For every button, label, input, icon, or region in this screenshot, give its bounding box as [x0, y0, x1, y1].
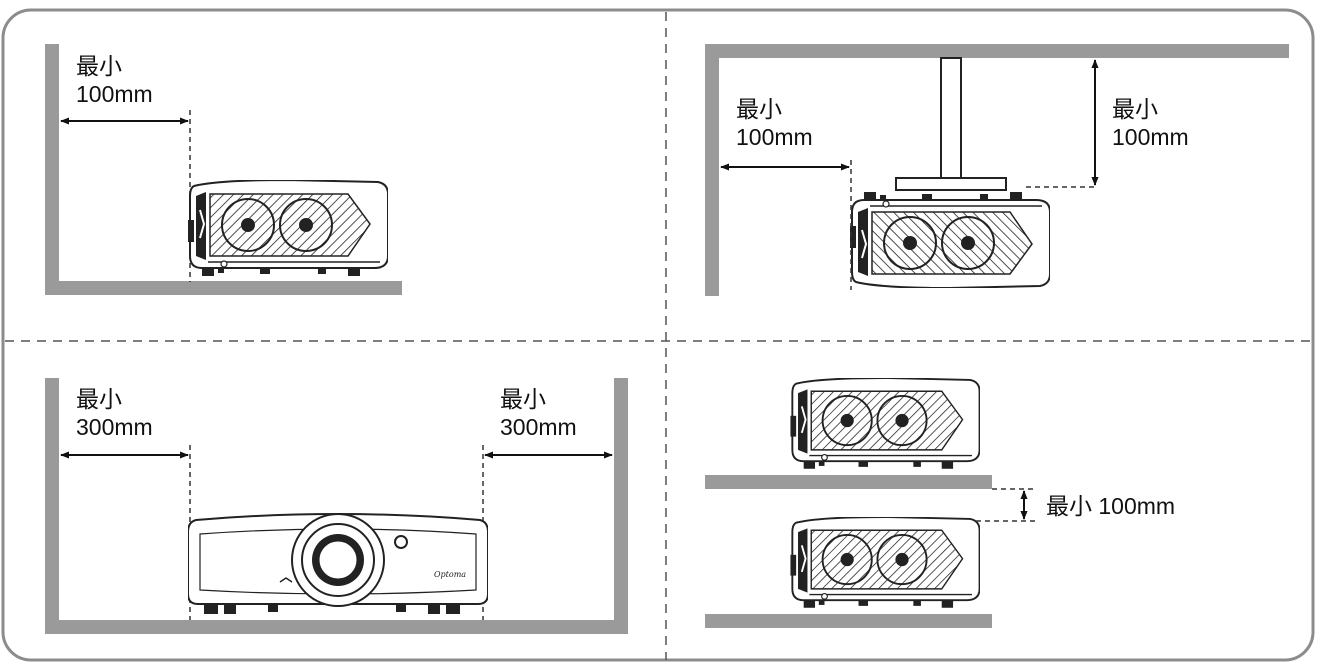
side-clearance-label-line1: 最小 — [736, 96, 782, 122]
top-clearance-label-line2: 100mm — [1112, 124, 1189, 150]
projector-side-view — [188, 180, 388, 277]
left-clearance-label-line2: 300mm — [76, 414, 153, 440]
side-clearance-label-line2: 100mm — [736, 124, 813, 150]
right-clearance-label-line1: 最小 — [500, 386, 546, 412]
panel-stacked: 最小 100mm — [705, 378, 1175, 628]
floor — [45, 281, 402, 295]
left-clearance-label-line1: 最小 — [76, 386, 122, 412]
top-clearance-label-line1: 最小 — [1112, 96, 1158, 122]
clearance-label-line2: 100mm — [76, 81, 153, 107]
gap-label: 最小 100mm — [1046, 493, 1175, 519]
upper-shelf — [705, 475, 992, 489]
mount-plate — [895, 177, 1007, 191]
frame-border — [1, 8, 1315, 662]
right-wall — [614, 378, 628, 634]
left-wall — [45, 44, 59, 295]
lower-shelf — [705, 614, 992, 628]
projector-lower — [790, 517, 980, 609]
panel-side-clearance: 最小 300mm 最小 300mm Optoma — [45, 378, 628, 634]
projector-front-view — [188, 513, 488, 615]
floor — [45, 620, 628, 634]
left-wall — [705, 44, 719, 296]
panel-ceiling-mount: 最小 100mm 最小 100mm — [705, 44, 1289, 296]
mount-pole — [940, 57, 962, 181]
projector-inverted — [850, 191, 1050, 288]
brand-logo-text: Optoma — [434, 570, 466, 579]
projector-upper — [790, 378, 980, 470]
clearance-label-line1: 最小 — [76, 53, 122, 79]
right-clearance-label-line2: 300mm — [500, 414, 577, 440]
ceiling — [705, 44, 1289, 58]
left-wall — [45, 378, 59, 634]
panel-floor-clearance: 最小 100mm — [45, 44, 402, 295]
